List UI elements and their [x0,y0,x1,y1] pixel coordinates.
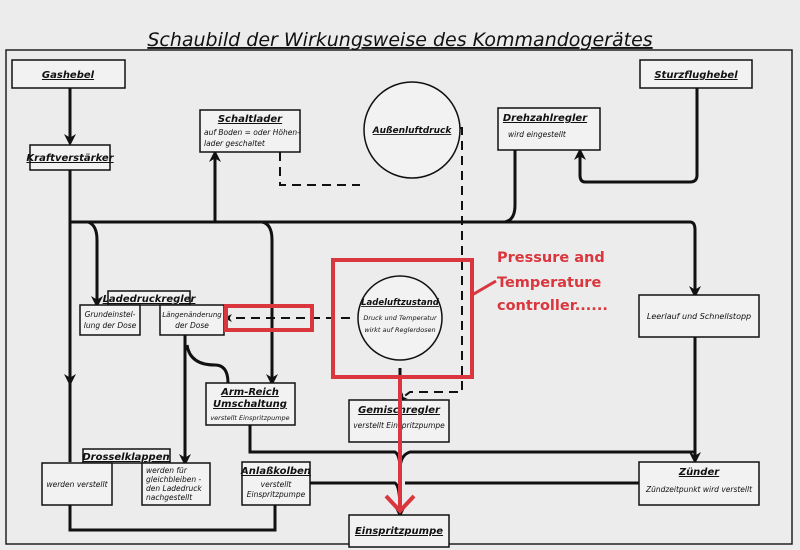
svg-text:lader geschaltet: lader geschaltet [204,139,266,148]
red-arrow-head [384,494,416,514]
svg-text:Gashebel: Gashebel [42,70,95,81]
svg-text:wird eingestellt: wird eingestellt [508,130,567,139]
node-sturzflughebel: Sturzflughebel [639,59,753,89]
node-ladeluftzustand: Ladeluftzustand Druck und Temperatur wir… [357,275,443,361]
svg-text:Sturzflughebel: Sturzflughebel [654,70,738,81]
node-anlasskolben: Anlaßkolben verstellt Einspritzpumpe [240,461,311,506]
node-leerlauf: Leerlauf und Schnellstopp [638,294,760,338]
svg-text:auf Boden = oder Höhen-: auf Boden = oder Höhen- [204,128,300,137]
svg-text:Umschaltung: Umschaltung [213,399,287,410]
svg-text:Einspritzpumpe: Einspritzpumpe [247,490,306,499]
svg-text:lung der Dose: lung der Dose [84,321,137,330]
node-aussenluftdruck: Außenluftdruck [363,81,461,179]
annotation-leader [471,279,497,297]
svg-text:Drosselklappen: Drosselklappen [82,452,169,463]
svg-text:Leerlauf und Schnellstopp: Leerlauf und Schnellstopp [647,312,751,321]
annotation-line2: Temperature [497,275,601,291]
diagram-title: Schaubild der Wirkungsweise des Kommando… [147,29,652,51]
node-drosselklappen: Drosselklappen werden verstellt werden f… [41,448,211,506]
svg-text:Ladedruckregler: Ladedruckregler [103,294,197,305]
red-annotation: Pressure and Temperature controller.....… [224,250,608,514]
svg-text:Außenluftdruck: Außenluftdruck [372,126,453,136]
node-zuender: Zünder Zündzeitpunkt wird verstellt [638,461,760,506]
node-schaltlader: Schaltlader auf Boden = oder Höhen- lade… [199,109,301,153]
svg-text:Kraftverstärker: Kraftverstärker [26,153,114,164]
node-kraftverstaerker: Kraftverstärker [26,144,115,171]
svg-text:Ladeluftzustand: Ladeluftzustand [361,298,440,308]
node-armreich: Arm-Reich Umschaltung verstellt Einsprit… [205,382,296,426]
svg-text:Einspritzpumpe: Einspritzpumpe [355,526,443,537]
node-ladedruckregler: Ladedruckregler Grundeinstel-lung der Do… [79,290,225,336]
svg-text:Druck und Temperatur: Druck und Temperatur [363,314,438,322]
node-gashebel: Gashebel [11,59,126,89]
svg-text:Schaltlader: Schaltlader [218,114,283,125]
svg-text:Drehzahlregler: Drehzahlregler [503,113,588,124]
svg-text:werden verstellt: werden verstellt [46,480,108,489]
svg-text:nachgestellt: nachgestellt [146,493,193,502]
node-einspritzpumpe: Einspritzpumpe [348,514,450,548]
annotation-line1: Pressure and [497,250,605,266]
svg-text:Längenänderung: Längenänderung [162,311,222,319]
svg-text:Zündzeitpunkt wird verstellt: Zündzeitpunkt wird verstellt [645,485,753,494]
highlight-box-dashed-line [224,304,314,332]
svg-text:gleichbleiben -: gleichbleiben - [146,475,201,484]
svg-text:verstellt: verstellt [261,480,293,489]
highlight-box-ladeluftzustand [331,258,474,379]
dashed-connectors [224,127,463,401]
svg-text:wirkt auf Reglerdosen: wirkt auf Reglerdosen [364,326,435,334]
annotation-line3: controller...... [497,298,608,314]
svg-text:werden für: werden für [146,466,188,475]
svg-text:Zünder: Zünder [678,467,720,478]
node-drehzahlregler: Drehzahlregler wird eingestellt [497,107,601,151]
svg-text:Anlaßkolben: Anlaßkolben [240,466,311,477]
svg-text:der Dose: der Dose [175,321,209,330]
svg-text:Arm-Reich: Arm-Reich [220,387,279,398]
svg-text:Grundeinstel-: Grundeinstel- [85,310,136,319]
svg-text:verstellt Einspritzpumpe: verstellt Einspritzpumpe [210,414,289,422]
svg-text:den Ladedruck: den Ladedruck [146,484,202,493]
